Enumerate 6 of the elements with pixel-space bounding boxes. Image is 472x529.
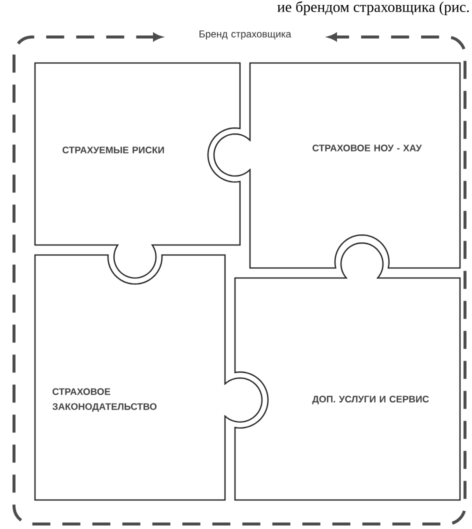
puzzle-piece: СТРАХОВОЕ ЗАКОНОДАТЕЛЬСТВО: [34, 254, 263, 501]
puzzle-piece: СТРАХУЕМЫЕ РИСКИ: [34, 62, 241, 279]
text-fragment: ие брендом страховщика (рис.: [277, 1, 469, 16]
puzzle-piece: ДОП. УСЛУГИ И СЕРВИС: [234, 242, 461, 501]
frame-title: Бренд страховщика: [200, 30, 292, 40]
puzzle-piece: СТРАХОВОЕ НОУ - ХАУ: [213, 62, 461, 269]
